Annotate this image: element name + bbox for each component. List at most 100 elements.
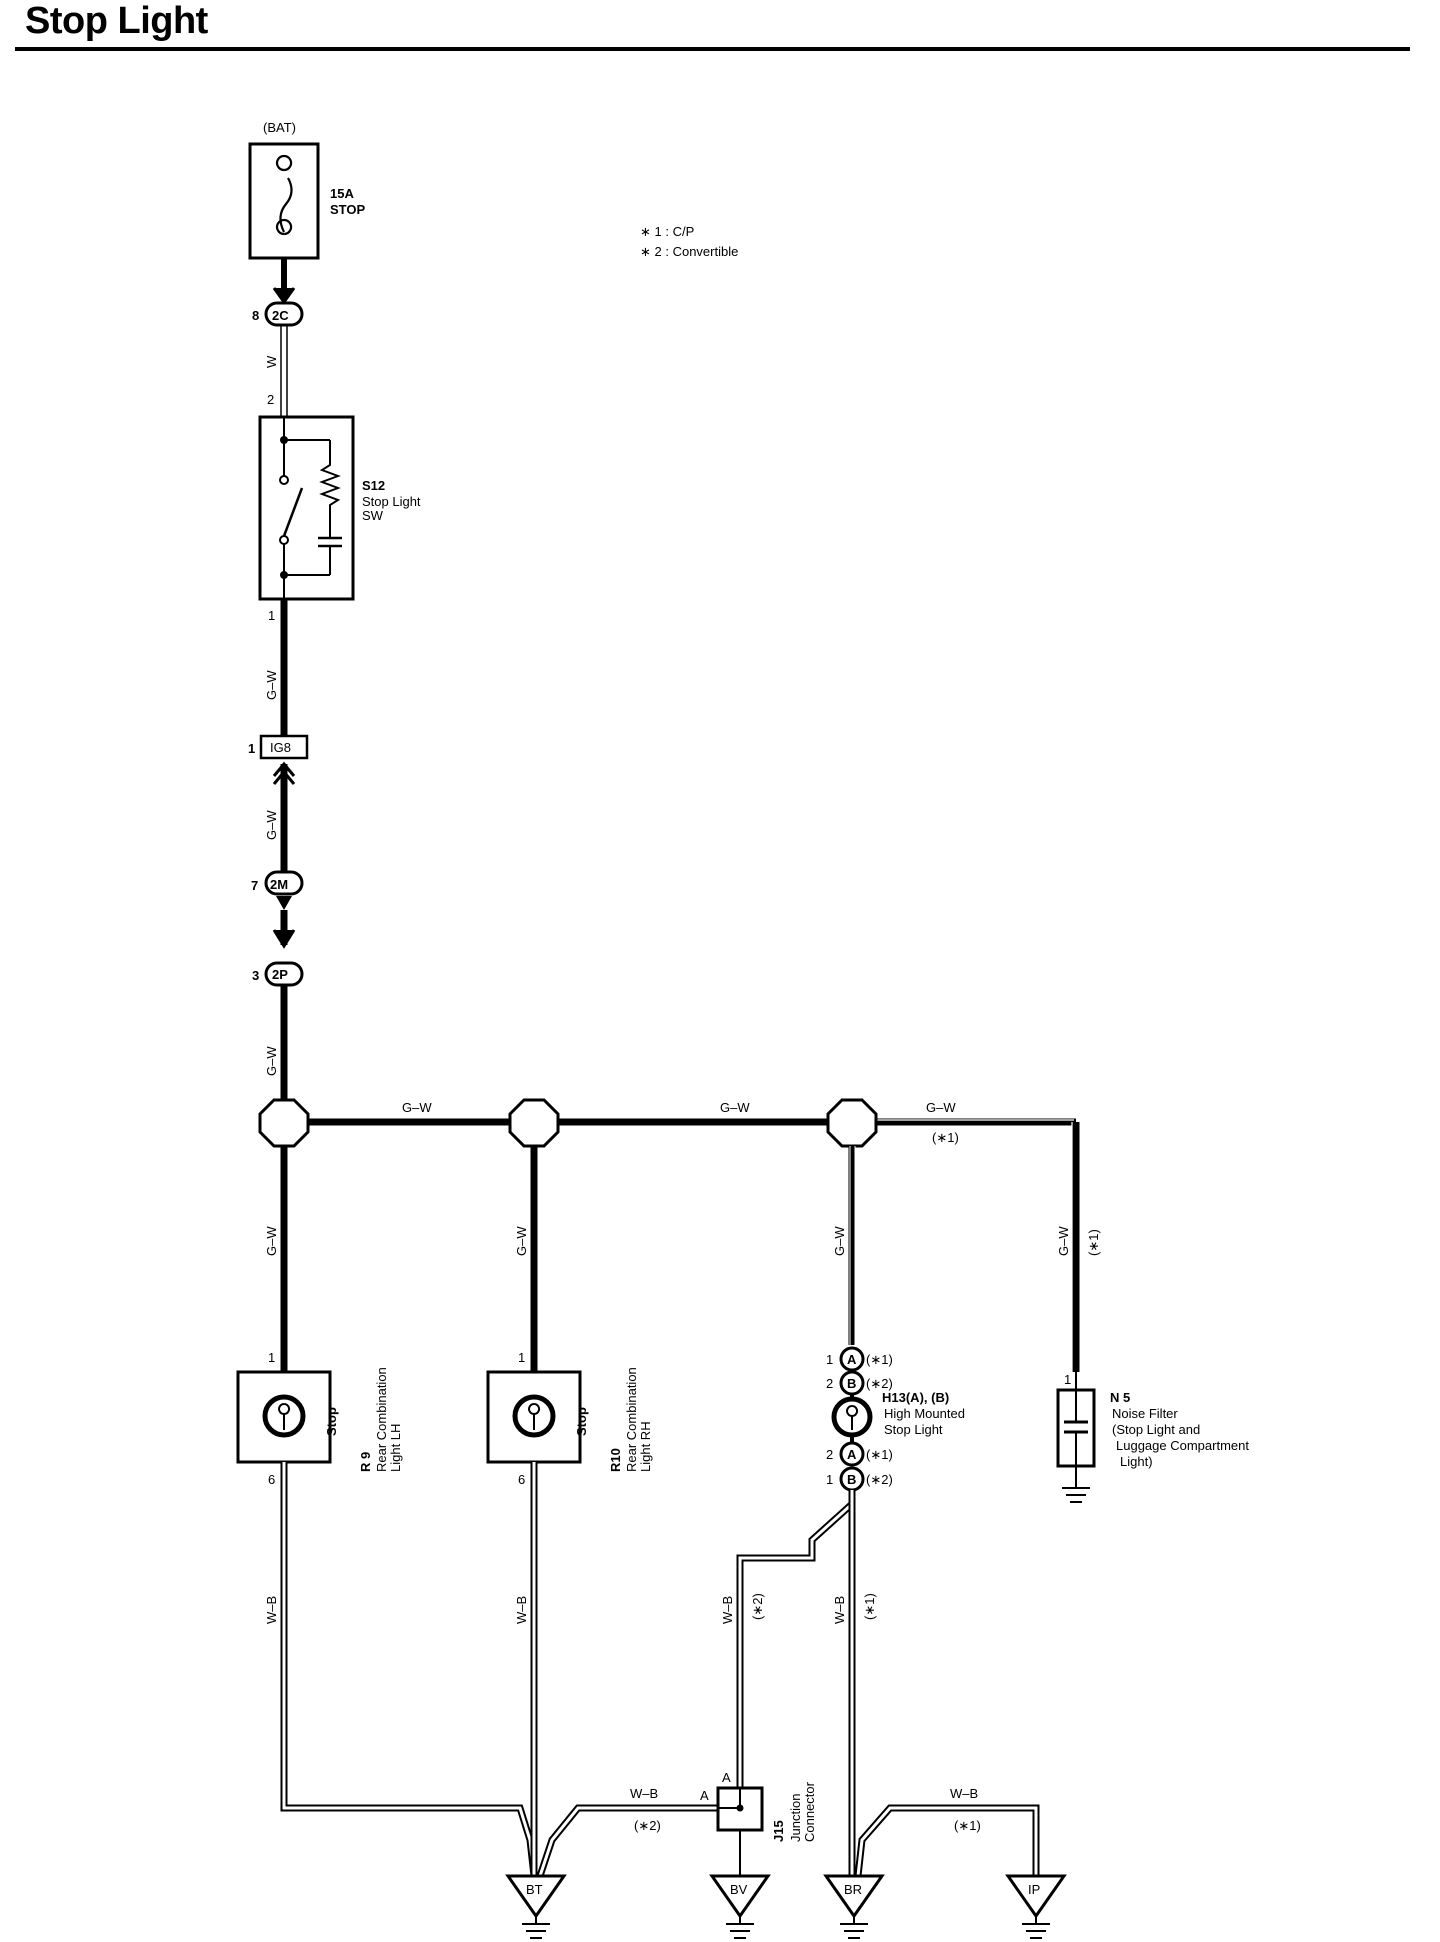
rear-rh-bulb-label: Stop (574, 1407, 589, 1436)
hm-note-3: (∗1) (866, 1447, 893, 1462)
hm-code: H13(A), (B) (882, 1390, 949, 1405)
hm-name-2: Stop Light (884, 1422, 943, 1437)
j15-code: J15 (771, 1820, 786, 1842)
page-title: Stop Light (25, 0, 208, 42)
rear-lh-pin-out: 6 (268, 1472, 275, 1487)
j15-name-2: Connector (802, 1781, 817, 1842)
note-2: ∗ 2 : Convertible (640, 244, 738, 259)
stop-sw-code: S12 (362, 478, 385, 493)
hm-pin-3: 2 (826, 1447, 833, 1462)
fuse-name: STOP (330, 202, 365, 217)
resistor-icon (319, 440, 341, 525)
junction-connector-j15: A A J15 Junction Connector (700, 1770, 817, 1842)
noise-filter: 1 N 5 Noise Filter (Stop Light and Lugga… (1056, 1372, 1249, 1503)
note-1: ∗ 1 : C/P (640, 224, 694, 239)
stop-sw-pin-in: 2 (267, 392, 274, 407)
ground-icon (840, 1923, 868, 1939)
hm-pin-4: 1 (826, 1472, 833, 1487)
connector-ig8-label: IG8 (270, 740, 291, 755)
rear-lh-pin-in: 1 (268, 1350, 275, 1365)
title-rule (15, 47, 1410, 51)
hm-note-1: (∗1) (866, 1352, 893, 1367)
hm-conn-2: B (847, 1376, 856, 1391)
wire-label-gw-nf: G–W (1056, 1226, 1071, 1256)
ground-bt-label: BT (526, 1882, 543, 1897)
stop-light-switch: S12 Stop Light SW (258, 415, 421, 601)
wire-note-1-br: (∗1) (862, 1593, 877, 1620)
wire-label-wb-j15: W–B (630, 1786, 658, 1801)
ground-bt: BT (505, 1874, 567, 1939)
rear-rh-pin-out: 6 (518, 1472, 525, 1487)
connector-2c-label: 2C (272, 308, 289, 323)
wire-label-gw-1: G–W (264, 670, 279, 700)
wire-label-wb-br: W–B (832, 1596, 847, 1624)
j15-pin-left: A (700, 1788, 709, 1803)
j15-name-1: Junction (788, 1794, 803, 1842)
rear-lh-code: R 9 (358, 1452, 373, 1472)
connector-arrow-icon (272, 929, 296, 949)
connector-2m: 7 2M (251, 870, 304, 896)
nf-name-2: (Stop Light and (1112, 1422, 1200, 1437)
nf-name-3: Luggage Compartment (1116, 1438, 1249, 1453)
rear-combination-light-lh: 1 Stop R 9 Rear Combination Light LH 6 (236, 1350, 403, 1487)
ground-bv: BV (709, 1874, 771, 1939)
connector-2m-label: 2M (270, 877, 288, 892)
wire-note-2-j15-top: (∗2) (750, 1593, 765, 1620)
ground-br-label: BR (844, 1882, 862, 1897)
rear-lh-name-2: Light LH (388, 1424, 403, 1472)
rear-rh-code: R10 (608, 1448, 623, 1472)
hm-pin-2: 2 (826, 1376, 833, 1391)
ground-icon (522, 1923, 550, 1939)
connector-ig8: 1 IG8 (248, 734, 309, 760)
hm-name-1: High Mounted (884, 1406, 965, 1421)
connector-2c: 8 2C (252, 301, 304, 327)
hm-pin-1: 1 (826, 1352, 833, 1367)
wire-label-gw-bus-2: G–W (720, 1100, 750, 1115)
splice-point-3 (826, 1098, 878, 1148)
hm-note-4: (∗2) (866, 1472, 893, 1487)
stop-sw-name-1: Stop Light (362, 494, 421, 509)
stop-sw-name-2: SW (362, 508, 384, 523)
hm-conn-3: A (847, 1447, 857, 1462)
rear-lh-name-1: Rear Combination (374, 1367, 389, 1472)
wire-label-gw-rh: G–W (514, 1226, 529, 1256)
nf-name-1: Noise Filter (1112, 1406, 1178, 1421)
connector-2c-pin: 8 (252, 308, 259, 323)
wire-note-2-j15: (∗2) (634, 1818, 661, 1833)
connector-2p-pin: 3 (252, 968, 259, 983)
wire-label-wb-rh: W–B (514, 1596, 529, 1624)
j15-pin-top: A (722, 1770, 731, 1785)
wire-label-gw-lh: G–W (264, 1226, 279, 1256)
wire-label-gw-hm: G–W (832, 1226, 847, 1256)
wire-note-1-ip: (∗1) (954, 1818, 981, 1833)
wire-label-wb-ip: W–B (950, 1786, 978, 1801)
switch-contact-icon (282, 487, 304, 537)
ground-br: BR (823, 1874, 885, 1939)
ground-bv-label: BV (730, 1882, 748, 1897)
ground-ip: IP (1005, 1874, 1067, 1939)
wire-label-w: W (264, 355, 279, 368)
fuse-rating: 15A (330, 186, 354, 201)
nf-code: N 5 (1110, 1390, 1130, 1405)
wire-note-1-bus: (∗1) (932, 1130, 959, 1145)
hm-note-2: (∗2) (866, 1376, 893, 1391)
connector-ig8-pin: 1 (248, 741, 255, 756)
fuse-15a-stop: (BAT) 15A STOP (248, 120, 365, 260)
hm-conn-4: B (847, 1472, 856, 1487)
rear-combination-light-rh: 1 Stop R10 Rear Combination Light RH 6 (486, 1350, 653, 1487)
wire-note-1-nf: (∗1) (1086, 1229, 1101, 1256)
connector-arrow-icon (276, 896, 292, 910)
stop-sw-pin-out: 1 (268, 608, 275, 623)
wire-label-wb-j15-top: W–B (720, 1596, 735, 1624)
nf-name-4: Light) (1120, 1454, 1153, 1469)
fuse-element-icon (275, 154, 293, 236)
connector-2p-label: 2P (272, 967, 288, 982)
wire-label-gw-2: G–W (264, 810, 279, 840)
connector-2p: 3 2P (252, 961, 304, 987)
rear-lh-bulb-label: Stop (324, 1407, 339, 1436)
rear-rh-pin-in: 1 (518, 1350, 525, 1365)
splice-point-2 (508, 1098, 560, 1148)
ground-icon (1062, 1487, 1090, 1503)
connector-2m-pin: 7 (251, 878, 258, 893)
